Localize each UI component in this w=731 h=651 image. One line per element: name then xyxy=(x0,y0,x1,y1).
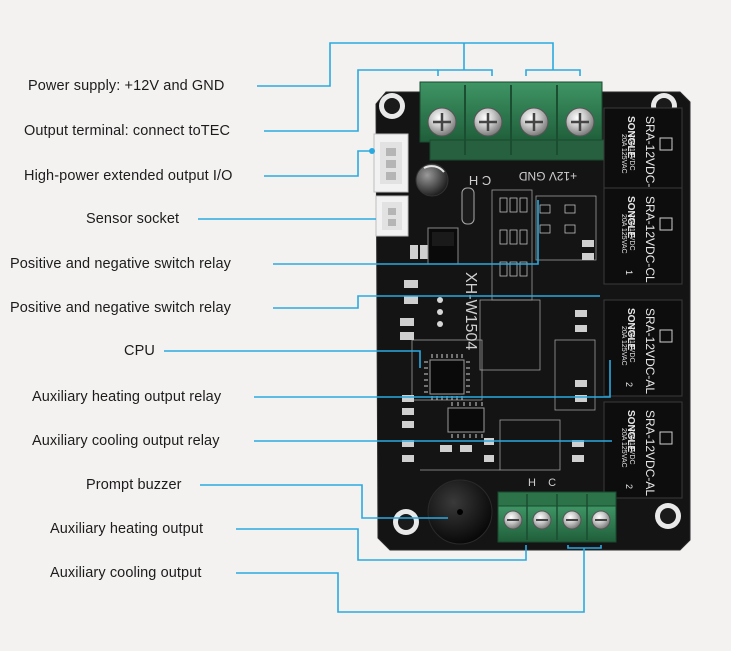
callout-power-supply: Power supply: +12V and GND xyxy=(28,78,225,94)
screw xyxy=(532,510,552,530)
relay-brand-text: SONGLE xyxy=(625,410,636,453)
relay-brand-text: SONGLE xyxy=(625,308,636,351)
screw xyxy=(473,107,503,137)
screw xyxy=(427,107,457,137)
callout-output-terminal: Output terminal: connect toTEC xyxy=(24,123,231,139)
extended-io-connector xyxy=(373,133,409,193)
callout-aux-heat-relay: Auxiliary heating output relay xyxy=(32,389,222,405)
mounting-hole xyxy=(379,93,405,119)
screw xyxy=(503,510,523,530)
relay-rating-1-text: 20A 14VDC xyxy=(628,214,635,251)
top-terminal-block xyxy=(419,81,609,161)
output-marking: C H xyxy=(469,173,491,188)
mounting-hole xyxy=(393,509,419,535)
buzzer xyxy=(427,479,493,545)
relay-model-text: SRA-12VDC-CL xyxy=(643,116,657,203)
callout-aux-heat-out: Auxiliary heating output xyxy=(50,521,204,537)
certification-mark-icon xyxy=(659,217,673,231)
callout-sensor-socket: Sensor socket xyxy=(86,211,180,227)
screw xyxy=(562,510,582,530)
relay-rating-2-text: 20A 125VAC xyxy=(620,326,627,366)
relay-index-text: 2 xyxy=(624,382,634,387)
relay-rating-2-text: 20A 125VAC xyxy=(620,428,627,468)
board-model-text: XH-W1504 xyxy=(462,272,479,350)
leader-lines xyxy=(164,42,612,613)
screw xyxy=(565,107,595,137)
relay-index-text: 1 xyxy=(624,270,634,275)
capacitor xyxy=(415,163,449,197)
relay-rating-2-text: 20A 125VAC xyxy=(620,134,627,174)
callout-buzzer: Prompt buzzer xyxy=(86,477,182,493)
bottom-output-marking: H C xyxy=(528,477,556,489)
relay-rating-1-text: 20A 14VDC xyxy=(628,428,635,465)
relay-rating-2-text: 20A 125VAC xyxy=(620,214,627,254)
callout-extended-io: High-power extended output I/O xyxy=(24,168,233,184)
relay-model-text: SRA-12VDC-CL xyxy=(643,196,657,283)
bottom-terminal-block xyxy=(497,491,617,543)
power-marking: +12V GND xyxy=(518,169,577,183)
certification-mark-icon xyxy=(659,329,673,343)
mounting-hole xyxy=(655,503,681,529)
screw xyxy=(519,107,549,137)
relay-index-text: 2 xyxy=(624,484,634,489)
relay-model-text: SRA-12VDC-AL xyxy=(643,410,657,496)
relay-brand-text: SONGLE xyxy=(625,116,636,159)
certification-mark-icon xyxy=(659,431,673,445)
relay-rating-1-text: 20A 14VDC xyxy=(628,326,635,363)
callout-switch-relay-2: Positive and negative switch relay xyxy=(10,300,232,316)
callout-aux-cool-out: Auxiliary cooling output xyxy=(50,565,202,581)
relay-model-text: SRA-12VDC-AL xyxy=(643,308,657,394)
certification-mark-icon xyxy=(659,137,673,151)
callout-aux-cool-relay: Auxiliary cooling output relay xyxy=(32,433,220,449)
callout-cpu: CPU xyxy=(124,343,155,359)
screw xyxy=(591,510,611,530)
relay-rating-1-text: 20A 14VDC xyxy=(628,134,635,171)
relay-brand-text: SONGLE xyxy=(625,196,636,239)
cpu-chip xyxy=(424,354,470,400)
callout-switch-relay-1: Positive and negative switch relay xyxy=(10,256,232,272)
sensor-socket-connector xyxy=(375,195,409,237)
